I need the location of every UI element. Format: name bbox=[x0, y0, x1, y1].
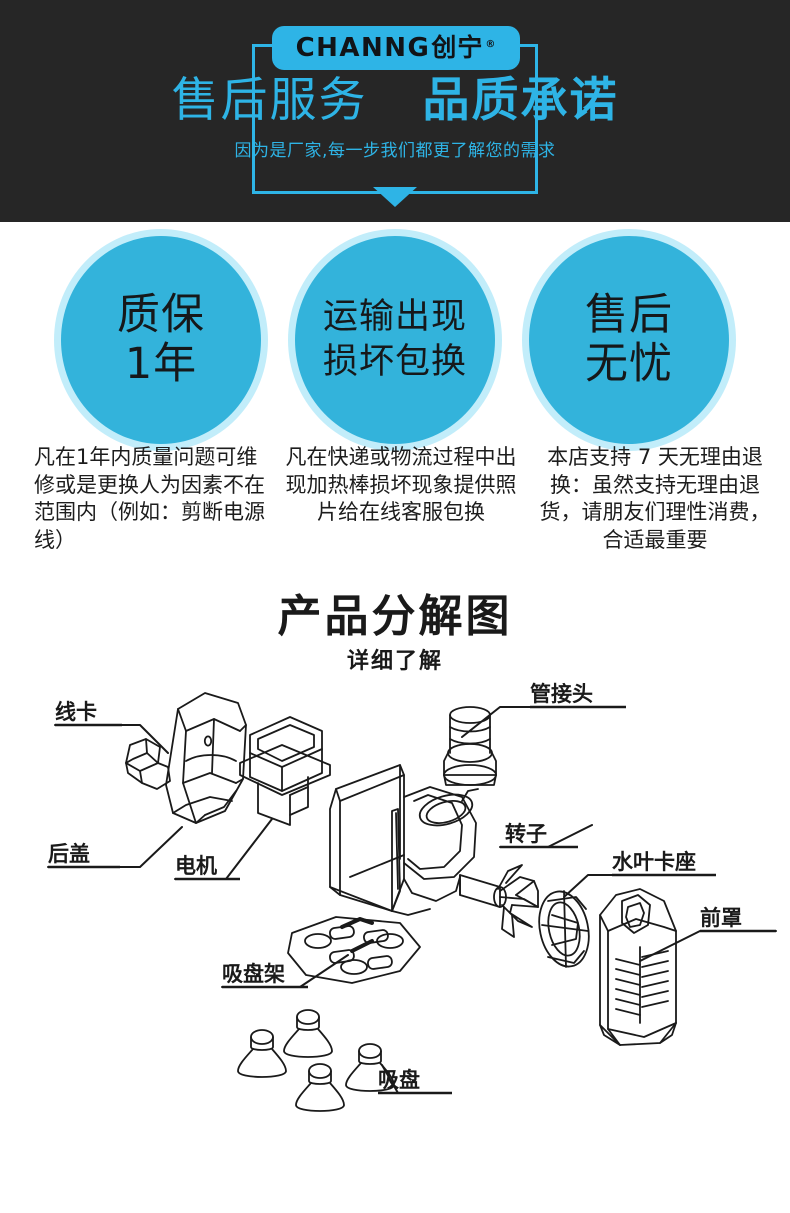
diagram-label-rotor: 转子 bbox=[505, 822, 547, 846]
badge-line-1: 质保 bbox=[117, 289, 205, 340]
part-suction-cups bbox=[237, 1009, 395, 1113]
guarantee-badge-shipping-damage: 运输出现 损坏包换 bbox=[295, 236, 495, 444]
exploded-diagram: 线卡 后盖 电机 管接头 转子 水叶卡座 前罩 吸盘架 吸盘 bbox=[0, 679, 790, 1199]
brand-name-cn: 创宁 bbox=[431, 33, 484, 62]
diagram-title: 产品分解图 bbox=[277, 591, 513, 642]
brand-name-latin: CHANNG bbox=[295, 33, 431, 63]
part-pump-body bbox=[329, 764, 479, 917]
guarantee-description-list: 凡在1年内质量问题可维修或是更换人为因素不在范围内（例如：剪断电源线） 凡在快递… bbox=[0, 444, 790, 555]
guarantee-description-warranty: 凡在1年内质量问题可维修或是更换人为因素不在范围内（例如：剪断电源线） bbox=[34, 445, 265, 553]
label-underlines bbox=[48, 706, 776, 1095]
page-subtitle: 因为是厂家,每一步我们都更了解您的需求 bbox=[234, 141, 556, 161]
badge-line-1: 运输出现 bbox=[322, 296, 467, 337]
badge-line-2: 1年 bbox=[124, 339, 198, 389]
guarantee-badge-after-sales: 售后 无忧 bbox=[529, 236, 729, 444]
chevron-down-icon bbox=[373, 187, 417, 207]
diagram-label-front-cover: 前罩 bbox=[700, 906, 742, 930]
part-back-cover bbox=[165, 692, 247, 825]
page-title-part2: 品质承诺 bbox=[422, 73, 619, 128]
registered-mark-icon: ® bbox=[485, 39, 497, 50]
exploded-diagram-svg: 线卡 后盖 电机 管接头 转子 水叶卡座 前罩 吸盘架 吸盘 bbox=[47, 682, 777, 1113]
diagram-label-sucker-rack: 吸盘架 bbox=[222, 962, 285, 986]
badge-line-2: 损坏包换 bbox=[322, 342, 467, 382]
part-motor bbox=[239, 716, 331, 827]
guarantee-description-shipping-damage: 凡在快递或物流过程中出现加热棒损坏现象提供照片给在线客服包换 bbox=[285, 445, 517, 525]
part-pipe-joint bbox=[443, 706, 497, 787]
diagram-label-sucker: 吸盘 bbox=[378, 1068, 420, 1092]
badge-line-2: 无忧 bbox=[585, 339, 673, 389]
guarantee-description-after-sales: 本店支持 7 天无理由退换：虽然支持无理由退货，请朋友们理性消费，合适最重要 bbox=[539, 445, 771, 553]
guarantee-badge-list: 质保 1年 运输出现 损坏包换 售后 无忧 bbox=[0, 236, 790, 444]
guarantee-badge-warranty: 质保 1年 bbox=[61, 236, 261, 444]
part-front-cover bbox=[599, 888, 677, 1047]
diagram-label-cable-clip: 线卡 bbox=[55, 700, 97, 724]
page-title: 售后服务 品质承诺 bbox=[0, 76, 790, 125]
diagram-label-back-cover: 后盖 bbox=[48, 842, 90, 866]
exploded-diagram-section: 产品分解图 详细了解 bbox=[0, 587, 790, 1213]
diagram-label-motor: 电机 bbox=[175, 854, 217, 878]
part-rotor bbox=[459, 864, 539, 939]
diagram-label-pipe-joint: 管接头 bbox=[530, 682, 593, 706]
guarantee-section: 质保 1年 运输出现 损坏包换 售后 无忧 凡在1年内质量问题可维修或是更换人为… bbox=[0, 222, 790, 587]
diagram-subtitle: 详细了解 bbox=[346, 649, 443, 675]
part-impeller-seat bbox=[538, 890, 590, 969]
part-sucker-rack bbox=[287, 916, 421, 985]
part-cable-clip bbox=[125, 738, 171, 791]
badge-line-1: 售后 bbox=[585, 289, 673, 340]
page-title-part1: 售后服务 bbox=[171, 73, 368, 128]
diagram-label-impeller-seat: 水叶卡座 bbox=[612, 850, 696, 874]
